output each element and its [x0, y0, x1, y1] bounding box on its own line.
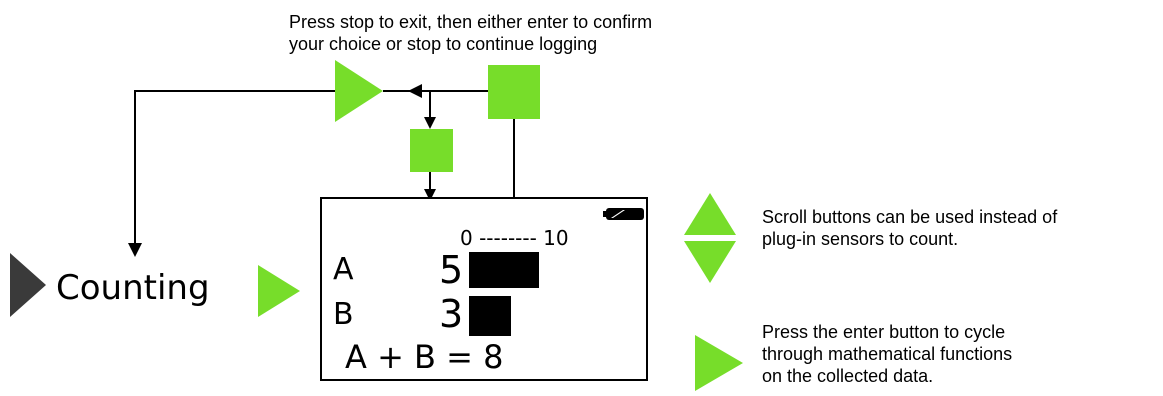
scroll-note-line: Scroll buttons can be used instead of — [762, 207, 1058, 227]
lcd-screen — [320, 197, 648, 381]
enter-button-top-icon[interactable] — [335, 60, 383, 122]
arrow-down-to-lcd-icon — [424, 189, 436, 201]
stop-button-icon[interactable] — [488, 65, 540, 119]
arrow-down-to-counting-icon — [128, 243, 142, 257]
lcd-row-a-label: A — [333, 252, 354, 287]
lcd-scale: 0 -------- 10 — [460, 226, 569, 250]
enter-button-bottom-icon[interactable] — [695, 335, 743, 391]
scroll-up-button-icon[interactable] — [684, 193, 736, 235]
enter-instructions: Press the enter button to cycle through … — [762, 321, 1012, 387]
lcd-row-b-label: B — [333, 297, 354, 332]
small-stop-button-icon[interactable] — [410, 129, 453, 172]
scroll-note-line: plug-in sensors to count. — [762, 229, 959, 249]
scroll-down-button-icon[interactable] — [684, 241, 736, 283]
exit-to-counting-line — [134, 90, 335, 243]
lcd-row-b-bar — [469, 296, 511, 336]
arrow-down-to-stop-icon — [424, 117, 436, 129]
stop-instructions: Press stop to exit, then either enter to… — [289, 11, 652, 55]
enter-note-line: on the collected data. — [762, 366, 934, 386]
lcd-row-a-value: 5 — [439, 248, 464, 292]
stop-note-line: your choice or stop to continue logging — [289, 34, 598, 54]
counting-mode-label: Counting — [56, 268, 210, 308]
battery-icon — [603, 208, 644, 220]
enter-note-line: Press the enter button to cycle — [762, 322, 1006, 342]
enter-button-middle-icon[interactable] — [258, 265, 300, 317]
connector-lines — [134, 90, 515, 243]
enter-note-line: through mathematical functions — [762, 344, 1013, 364]
arrow-left-icon — [408, 84, 422, 98]
stop-note-line: Press stop to exit, then either enter to… — [289, 12, 653, 32]
lcd-row-a-bar — [469, 252, 539, 288]
play-mode-icon — [10, 253, 46, 317]
scroll-instructions: Scroll buttons can be used instead of pl… — [762, 206, 1057, 250]
lcd-equation: A + B = 8 — [345, 338, 504, 376]
lcd-row-b-value: 3 — [439, 292, 464, 336]
